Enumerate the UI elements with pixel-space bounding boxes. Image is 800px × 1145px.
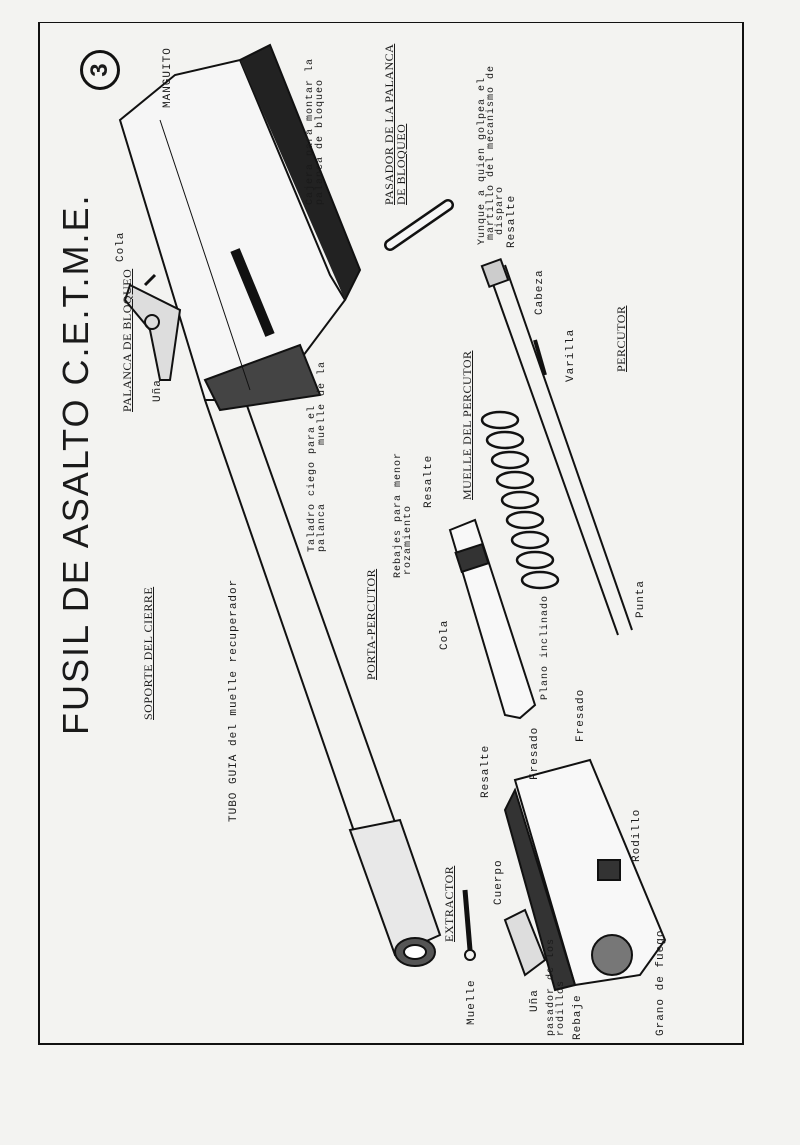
label-una-extractor: Uña — [529, 989, 541, 1012]
guide-tube — [204, 399, 442, 967]
label-yunque-3: disparo — [495, 185, 506, 235]
label-cabeza: Cabeza — [534, 269, 546, 315]
section-muelle-percutor: MUELLE DEL PERCUTOR — [460, 350, 474, 501]
drawing-frame — [38, 22, 744, 1045]
firing-pin — [480, 257, 633, 636]
firing-pin-holder — [448, 518, 537, 720]
label-resalte-soporte: Resalte — [480, 744, 492, 798]
label-cola-porta: Cola — [439, 619, 451, 650]
label-taladro-2: muelle de la — [317, 360, 328, 445]
firing-pin-spring — [480, 410, 560, 590]
label-tubo-guia: TUBO GUIA del muelle recuperador — [228, 578, 240, 822]
section-soporte: SOPORTE DEL CIERRE — [141, 586, 155, 720]
label-resalte-porta: Resalte — [423, 454, 435, 508]
section-percutor: PERCUTOR — [614, 305, 628, 372]
label-varilla: Varilla — [565, 328, 577, 382]
section-porta-percutor: PORTA-PERCUTOR — [364, 568, 378, 680]
label-rodillo: Rodillo — [631, 808, 643, 862]
page-number-badge: 3 — [80, 50, 120, 90]
locking-lever — [123, 273, 182, 381]
label-plano-inclinado: Plano inclinado — [540, 594, 551, 700]
label-muelle-extractor: Muelle — [466, 979, 478, 1025]
bolt-head — [503, 758, 667, 992]
label-fresado-2: Fresado — [575, 688, 587, 742]
section-pasador-2: DE BLOQUEO — [394, 123, 408, 205]
section-extractor: EXTRACTOR — [442, 865, 456, 942]
section-palanca: PALANCA DE BLOQUEO — [120, 268, 134, 412]
label-rebaje: Rebaje — [572, 994, 584, 1040]
label-cola-palanca: Cola — [115, 231, 127, 262]
bolt-carrier — [118, 43, 362, 412]
label-resalte-percutor: Resalte — [506, 194, 518, 248]
document-title: FUSIL DE ASALTO C.E.T.M.E. — [55, 193, 96, 735]
label-una-palanca: Uña — [152, 379, 164, 402]
label-taladro-3: palanca — [317, 502, 328, 552]
label-fresado-1: Fresado — [529, 726, 541, 780]
extractor — [462, 889, 547, 977]
label-cuerpo: Cuerpo — [493, 859, 505, 905]
label-rebajes-2: rozamiento — [403, 504, 414, 575]
label-pasador-rodillos-2: rodillos — [556, 979, 567, 1036]
label-punta: Punta — [635, 579, 647, 618]
label-cajera-2: palanca de bloqueo — [315, 78, 326, 205]
lever-pin — [384, 199, 454, 251]
label-manguito: MANGUITO — [162, 47, 174, 108]
label-grano-de-fuego: Grano de fuego — [655, 929, 667, 1036]
